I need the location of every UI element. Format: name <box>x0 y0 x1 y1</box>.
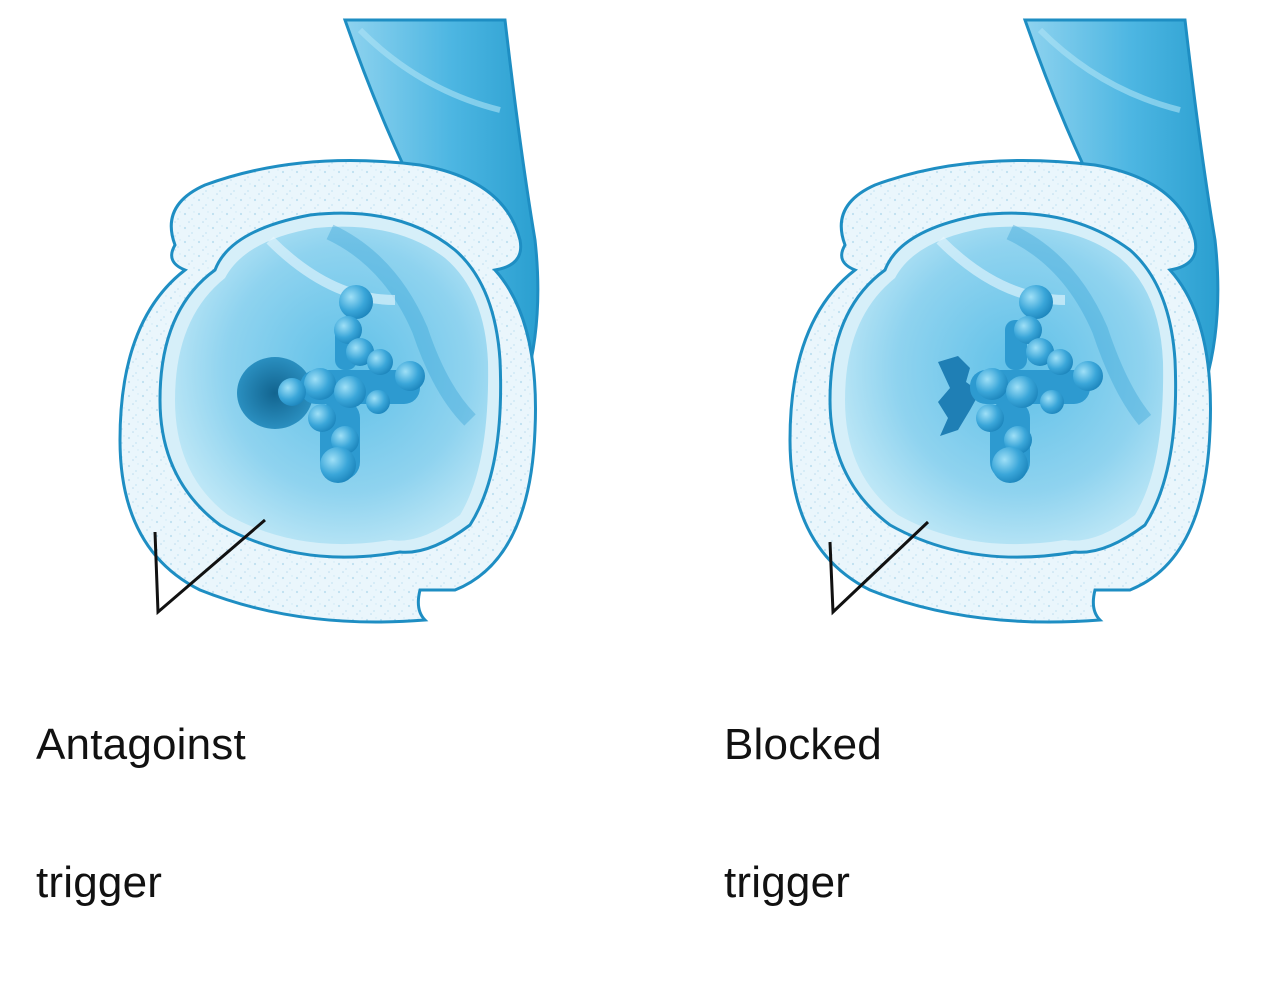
antagonist-blob <box>237 357 313 429</box>
label-leader-line <box>153 518 266 616</box>
receptor-illustration-blocked <box>788 18 1220 624</box>
blocked-site <box>938 356 980 436</box>
label-leader-line <box>828 520 930 616</box>
blocked-trigger-label: Blocked trigger <box>724 630 882 998</box>
antagonist-trigger-label: Antagoinst trigger <box>36 630 246 998</box>
label-line-2: trigger <box>36 858 163 907</box>
label-line-2: trigger <box>724 858 851 907</box>
blocked-panel: Blocked trigger <box>640 0 1280 906</box>
label-line-1: Antagoinst <box>36 720 246 769</box>
label-line-1: Blocked <box>724 720 882 769</box>
receptor-illustration-antagonist <box>118 18 540 624</box>
antagonist-panel: Antagoinst trigger <box>0 0 640 906</box>
ligand-molecule <box>278 285 425 483</box>
ligand-molecule <box>970 285 1103 483</box>
